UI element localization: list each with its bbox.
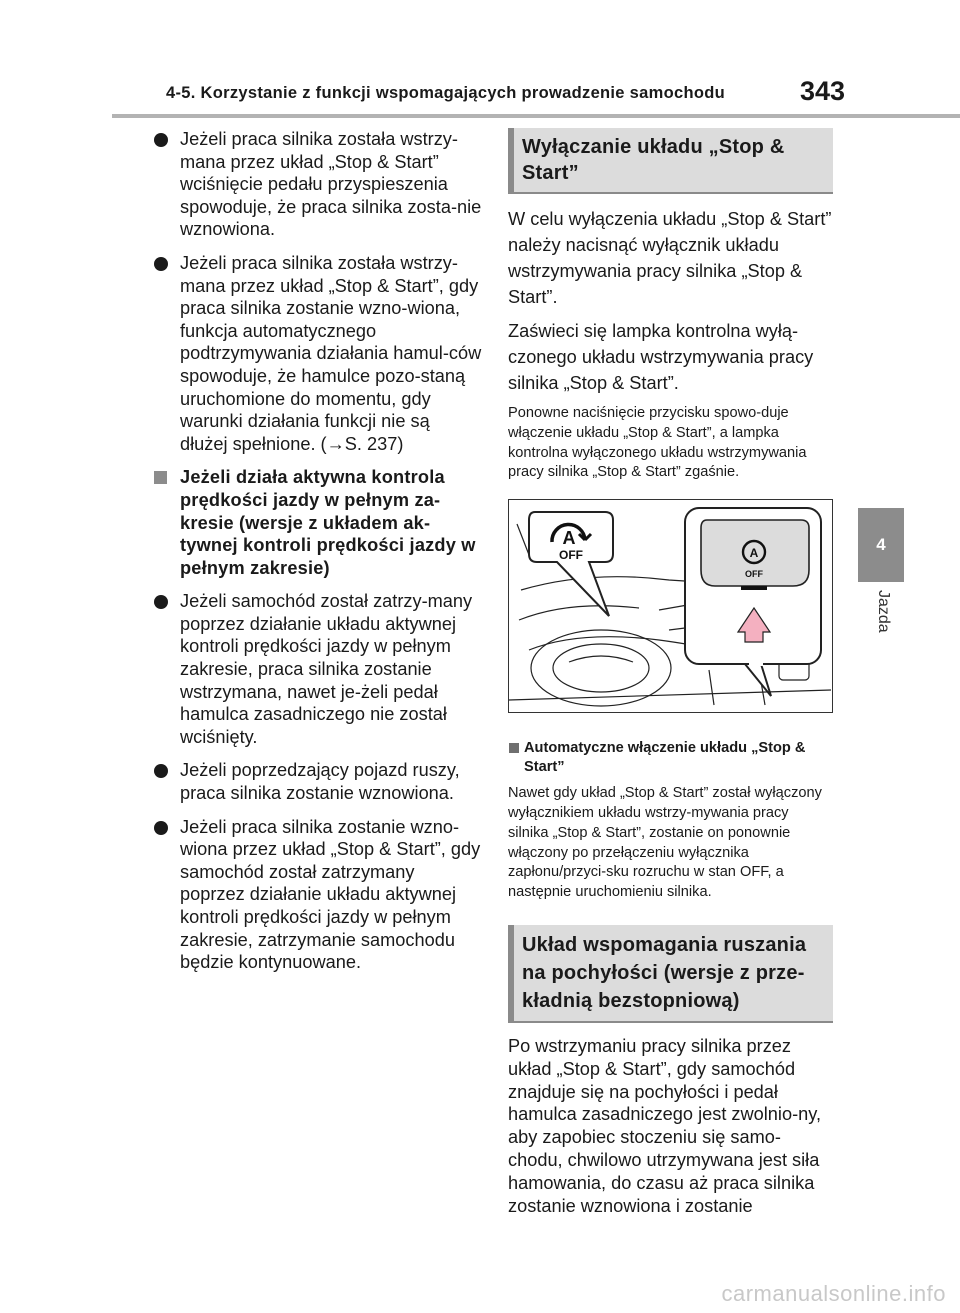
note-paragraph: Nawet gdy układ „Stop & Start” został wy… — [508, 785, 822, 901]
bullet-dot-icon — [154, 764, 168, 779]
svg-text:A: A — [563, 528, 576, 548]
dashboard-illustration: A OFF A OFF — [508, 499, 833, 714]
bullet-text: Jeżeli praca silnika została wstrzy-mana… — [180, 129, 482, 240]
left-column: Jeżeli praca silnika została wstrzy-mana… — [152, 128, 482, 985]
header-divider — [112, 114, 960, 118]
section-title-hill-start: Układ wspomagania ruszania na pochyłości… — [508, 924, 833, 1023]
bullet-text: Jeżeli samochód został zatrzy-many poprz… — [180, 591, 473, 747]
page-number: 343 — [800, 76, 846, 106]
subheading: Jeżeli działa aktywna kontrola prędkości… — [152, 466, 482, 579]
bullet-dot-icon — [154, 820, 168, 835]
bullet-item: Jeżeli samochód został zatrzy-many poprz… — [152, 590, 482, 748]
paragraph: Po wstrzymaniu pracy silnika przez układ… — [508, 1035, 822, 1216]
dashboard-drawing: A OFF A OFF — [509, 507, 831, 707]
callout-left-label: OFF — [559, 548, 583, 562]
section-title-stop-start-off: Wyłączanie układu „Stop & Start” — [508, 128, 833, 194]
bullet-dot-icon — [154, 133, 168, 147]
square-marker-icon — [154, 471, 167, 485]
subheading-text: Jeżeli działa aktywna kontrola prędkości… — [180, 467, 476, 578]
bullet-dot-icon — [154, 595, 168, 610]
paragraph: Zaświeci się lampka kontrolna wyłą-czone… — [508, 321, 814, 393]
note-paragraph: Ponowne naciśnięcie przycisku spowo-duje… — [508, 405, 807, 481]
bullet-item: Jeżeli poprzedzający pojazd ruszy, praca… — [152, 759, 482, 804]
svg-text:A: A — [750, 546, 759, 560]
square-marker-icon — [509, 743, 519, 754]
subheading-auto-on: Automatyczne włączenie układu „Stop & St… — [508, 739, 833, 777]
bullet-item: Jeżeli praca silnika zostanie wzno-wiona… — [152, 816, 482, 974]
page-header-title: 4-5. Korzystanie z funkcji wspomagającyc… — [166, 84, 725, 102]
bullet-text: Jeżeli praca silnika zostanie wzno-wiona… — [180, 816, 481, 973]
paragraph: W celu wyłączenia układu „Stop & Start” … — [508, 209, 832, 307]
subheading-text: Automatyczne włączenie układu „Stop & St… — [524, 740, 806, 776]
watermark: carmanualsonline.info — [721, 1281, 946, 1306]
bullet-item: Jeżeli praca silnika została wstrzy-mana… — [152, 128, 482, 241]
bullet-text: Jeżeli praca silnika została wstrzy-mana… — [180, 252, 482, 454]
bullet-text: Jeżeli poprzedzający pojazd ruszy, praca… — [180, 760, 460, 804]
bullet-item: Jeżeli praca silnika została wstrzy-mana… — [152, 252, 482, 455]
right-column: Wyłączanie układu „Stop & Start” W celu … — [508, 128, 833, 1225]
auto-stop-start-icon: A — [550, 522, 593, 548]
callout-right-label: OFF — [745, 569, 763, 579]
press-arrow-icon — [736, 607, 772, 643]
callout-right: A OFF — [684, 507, 822, 697]
bullet-dot-icon — [154, 256, 168, 271]
chapter-tab[interactable]: 4 — [858, 508, 904, 582]
callout-left: A OFF — [528, 511, 614, 617]
chapter-label: Jazda — [875, 590, 892, 633]
